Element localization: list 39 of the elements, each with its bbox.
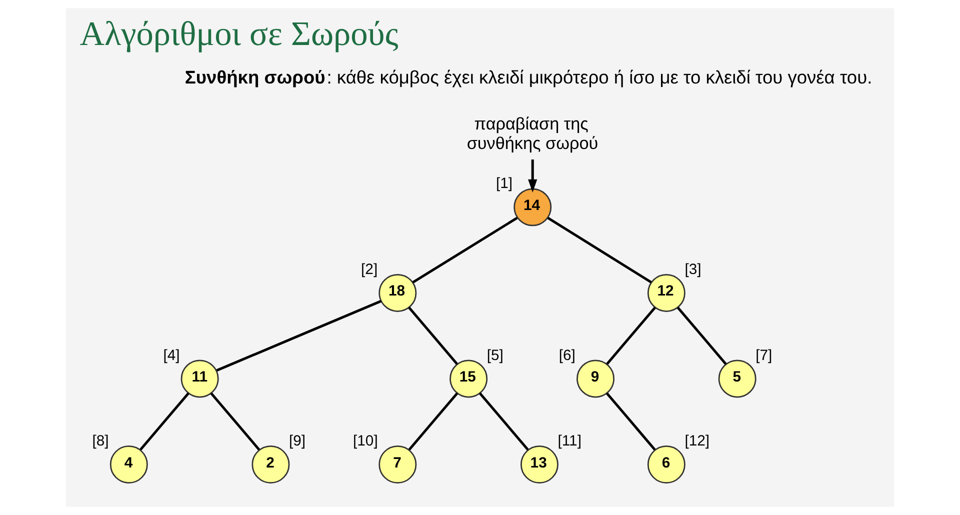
node-circle: 2 [252, 446, 290, 484]
node-text: παραβίαση της συνθήκης σωρού [466, 113, 598, 153]
connector [412, 216, 518, 284]
node-circle: 6 [647, 446, 686, 484]
node-label: [10] [353, 434, 378, 450]
connector [676, 306, 727, 365]
node-circle: 14 [514, 188, 552, 226]
node-label: [8] [92, 434, 109, 450]
node-circle: 15 [450, 360, 488, 398]
diagram-title: Αλγόριθμοι σε Σωρούς [80, 14, 398, 53]
node-label: [7] [756, 348, 772, 364]
node-label: [2] [361, 262, 378, 278]
connector [408, 392, 458, 451]
node-label: [5] [486, 348, 504, 364]
arrow [528, 160, 538, 192]
node-circle: 7 [378, 446, 417, 484]
node-circle: 18 [378, 274, 417, 312]
node-label: [6] [558, 348, 576, 364]
connector [606, 306, 656, 365]
label: Συνθήκη σωρού: κάθε κόμβος έχει κλειδί μικρότερο ή ίσο με το κλειδί του γονέα του. [184, 66, 872, 88]
node-circle: 9 [576, 360, 614, 398]
node-circle: 13 [520, 446, 558, 484]
connector [210, 392, 260, 451]
connector [216, 300, 382, 372]
node-circle: 5 [718, 360, 756, 398]
node-label: [11] [558, 434, 582, 450]
node-label: [12] [684, 434, 710, 450]
node-label: [9] [289, 434, 306, 450]
node-label: [3] [684, 262, 702, 278]
node-circle: 11 [180, 360, 219, 398]
node-label: [1] [496, 176, 513, 192]
connector [140, 392, 190, 451]
connector [408, 306, 458, 365]
connector [547, 216, 652, 284]
node-label: [4] [163, 348, 180, 364]
connector [606, 392, 656, 451]
node-circle: 12 [647, 274, 686, 312]
node-circle: 4 [110, 446, 148, 484]
connector [479, 392, 529, 451]
